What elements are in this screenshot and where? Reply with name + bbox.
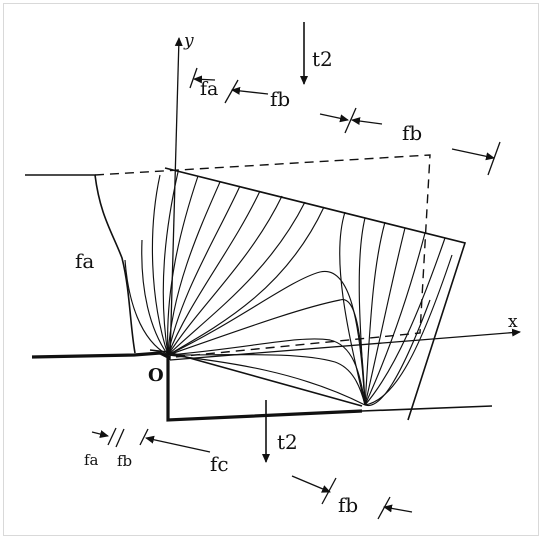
fb-top-label: fb [270,87,290,111]
figure-frame [3,3,539,536]
slip-line-17 [339,211,366,406]
slip-line-8 [167,201,306,356]
axis-y-label: y [183,31,194,51]
fc-bottom-tick [139,428,149,446]
fb-bottom-right-arrow [291,475,331,493]
slip-line-23 [364,254,453,406]
slip-line-9 [167,206,325,356]
slip-line-12 [167,338,366,406]
slip-line-13 [167,354,366,406]
fa-bottom-label: fa [84,451,99,469]
fb-top-right-arrow-2 [351,117,383,126]
slip-line-18 [358,217,366,406]
fa-left-label: fa [75,249,94,273]
slip-line-field [124,171,453,407]
slip-line-21 [364,232,426,406]
fb-bottom-right-tick [321,477,337,505]
fa-top-arrow [193,75,216,84]
fb-bottom-left-label: fb [117,452,132,470]
x-axis-line [169,328,521,361]
slip-line-15 [124,259,169,356]
slip-line-24 [364,299,431,407]
fb-bottom-far-arrow [383,504,413,513]
slip-line-16 [141,239,169,356]
slip-line-14 [167,354,366,406]
slip-line-20 [364,227,406,406]
workpiece-surface-left [25,174,136,354]
fb-top-right-arrow [319,113,349,123]
t2-top-label: t2 [312,47,333,71]
fa-bottom-arrow [91,430,109,438]
fa-top-label: fa [200,78,218,100]
axis-x-label: x [508,312,518,332]
chip-outline [164,167,467,421]
slip-line-5 [167,185,241,356]
fb-top-far-tick [487,141,501,176]
fa-bottom-tick [107,427,117,446]
slip-line-1 [151,174,169,356]
y-axis-line [169,37,183,361]
uncut-chip-outline [94,154,431,358]
fb-top-arrow [231,86,269,95]
tool-profile [31,351,363,422]
origin-label: O [148,365,164,386]
slip-line-22 [364,237,446,406]
fb-top-right-tick [344,107,357,134]
fb-top-far-arrow [451,148,495,161]
workpiece-surface-right [361,405,493,412]
chip-lower-face [149,349,363,407]
t2-bottom-label: t2 [277,430,298,454]
fa-top-tick-left [189,67,198,89]
fb-bottom-right-label: fb [338,493,358,517]
slip-line-19 [364,221,386,406]
fb-bottom-tick [115,428,125,448]
slip-line-4 [167,181,221,356]
slip-line-11 [167,270,366,406]
fa-fb-top-tick [224,79,239,104]
fc-bottom-arrow [145,435,211,453]
slip-line-2 [162,171,179,356]
fc-bottom-label: fc [210,452,229,476]
slip-line-7 [167,195,283,356]
slip-line-10 [167,299,366,406]
slip-line-3 [167,175,199,356]
slip-line-6 [167,190,261,356]
fb-top-right-label: fb [402,121,422,145]
